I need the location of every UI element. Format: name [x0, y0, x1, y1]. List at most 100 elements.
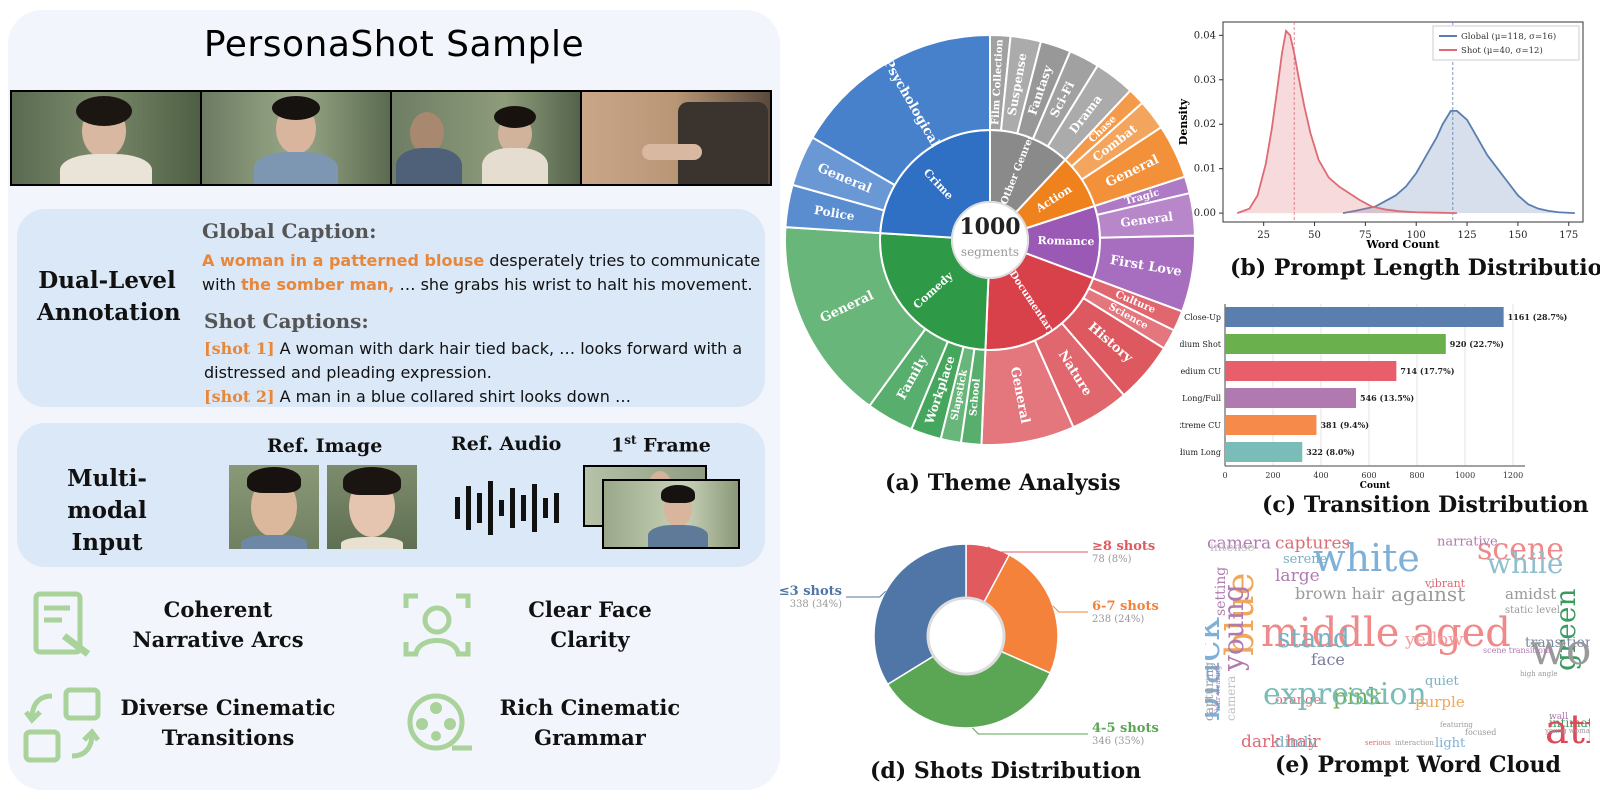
word-29: dark hair [1241, 732, 1321, 750]
face-scan-icon [403, 593, 471, 657]
bar-category-0: Close-Up [1184, 313, 1221, 322]
multi-modal-input-box: Multi-modal Input Ref. Image Ref. Audio … [17, 423, 765, 567]
bar-value-3: 546 (13.5%) [1360, 393, 1414, 403]
density-xtick-label-4: 125 [1458, 230, 1477, 241]
word-38: focused [1465, 728, 1496, 737]
global-caption-heading: Global Caption: [202, 219, 377, 243]
bar-category-2: Medium CU [1180, 367, 1221, 376]
ref-image-heading: Ref. Image [267, 435, 383, 457]
density-xlabel: Word Count [1365, 238, 1440, 250]
density-area-global [1343, 110, 1575, 214]
word-30: intimate [1549, 716, 1590, 730]
word-25: pink [1333, 685, 1382, 710]
word-20: face [1311, 650, 1345, 669]
density-xtick-label-5: 150 [1508, 230, 1527, 241]
bar-xtick-label-3: 600 [1361, 471, 1376, 480]
dual-level-annotation-box: Dual-Level Annotation Global Caption: A … [17, 209, 765, 407]
bar-value-2: 714 (17.7%) [1400, 366, 1454, 376]
word-32: dimly [1275, 733, 1317, 750]
edit-document-icon [33, 591, 91, 657]
sunburst-inner-label-2: Romance [1037, 234, 1094, 248]
film-frame-1 [12, 92, 200, 184]
feature-clear-face: Clear Face Clarity [528, 597, 652, 652]
word-43: young woman [1544, 727, 1590, 735]
word-13: middle aged [1261, 610, 1511, 656]
word-44: scene transitions [1483, 646, 1552, 655]
word-39: featuring [1440, 721, 1473, 729]
bar-category-5: Medium Long [1180, 448, 1221, 457]
word-27: purple [1415, 693, 1465, 711]
bar-xtick-label-5: 1000 [1455, 471, 1475, 480]
density-frame [1222, 21, 1584, 223]
donut-value-1: 238 (24%) [1092, 614, 1144, 625]
word-40: interaction [1395, 739, 1434, 747]
bar-xtick-label-2: 400 [1313, 471, 1328, 480]
donut-hole [926, 596, 1006, 676]
sunburst-outer-label-9: General [1120, 209, 1175, 230]
donut-label-3: ≤3 shots [780, 584, 842, 599]
sunburst-outer-label-21: Police [813, 203, 856, 224]
caption-word-cloud: (e) Prompt Word Cloud [1275, 752, 1561, 778]
bar-xlabel: Count [1360, 481, 1391, 491]
word-16: yellow [1404, 629, 1464, 650]
film-strip [10, 90, 772, 186]
donut-leader-1 [1052, 605, 1088, 613]
word-3: white [1313, 536, 1420, 580]
shot-caption-text: [shot 1] A woman with dark hair tied bac… [204, 339, 743, 406]
film-frame-4 [582, 92, 770, 184]
word-37: wall [1549, 712, 1568, 722]
density-ylabel: Density [1177, 98, 1190, 145]
bar-value-1: 920 (22.7%) [1450, 339, 1504, 349]
ref-audio-heading: Ref. Audio [451, 433, 562, 455]
word-36: vibrant [1424, 577, 1466, 590]
density-xtick-label-6: 175 [1559, 230, 1578, 241]
bar-category-3: Long/Full [1182, 394, 1221, 403]
density-ytick-label-0: 0.00 [1194, 208, 1216, 219]
word-41: serious [1365, 739, 1391, 747]
bar-xtick-label-1: 200 [1265, 471, 1280, 480]
word-9: amidst [1505, 585, 1556, 603]
density-line-shot [1236, 28, 1457, 215]
bar-xtick-label-0: 0 [1222, 471, 1227, 480]
donut-leader-3 [846, 590, 887, 598]
word-15: stand [1277, 624, 1350, 654]
density-legend-box [1432, 25, 1580, 61]
donut-value-2: 346 (35%) [1092, 736, 1144, 747]
word-33: light [1435, 736, 1466, 750]
word-19: woman [1530, 625, 1590, 674]
ref-image-woman [327, 465, 417, 549]
density-area-shot [1237, 30, 1457, 214]
caption-transition: (c) Transition Distribution [1262, 492, 1589, 518]
sunburst-center-value: 1000 [959, 214, 1020, 240]
word-2: scene [1477, 535, 1564, 567]
caption-shots-distribution: (d) Shots Distribution [870, 758, 1142, 784]
word-26: expression [1263, 677, 1427, 712]
bar-1 [1225, 334, 1446, 354]
density-ytick-label-3: 0.03 [1194, 75, 1216, 86]
first-frame-front [602, 479, 740, 549]
density-ytick-label-4: 0.04 [1194, 30, 1216, 41]
global-caption-text: A woman in a patterned blouse desperatel… [202, 251, 761, 294]
bar-3 [1225, 388, 1357, 408]
caption-theme-analysis: (a) Theme Analysis [885, 470, 1121, 496]
word-18: quiet [1425, 674, 1460, 689]
word-7: brown hair [1295, 584, 1385, 603]
shot-caption-heading: Shot Captions: [204, 309, 369, 333]
feature-diverse-transitions: Diverse Cinematic Transitions [120, 695, 336, 750]
donut-leader-2 [971, 727, 1088, 735]
caption-prompt-length: (b) Prompt Length Distribution [1230, 255, 1600, 281]
density-xtick-label-2: 75 [1359, 230, 1372, 241]
bar-0 [1225, 307, 1504, 327]
donut-label-1: 6-7 shots [1092, 599, 1159, 614]
bar-category-4: Extreme CU [1180, 421, 1221, 430]
word-10: static level [1505, 605, 1560, 616]
word-14: green [1549, 589, 1582, 671]
film-reel-icon [407, 693, 472, 751]
word-35: intense [1210, 540, 1254, 554]
word-42: hair wearing [1214, 665, 1222, 711]
donut-label-2: 4-5 shots [1092, 721, 1159, 736]
